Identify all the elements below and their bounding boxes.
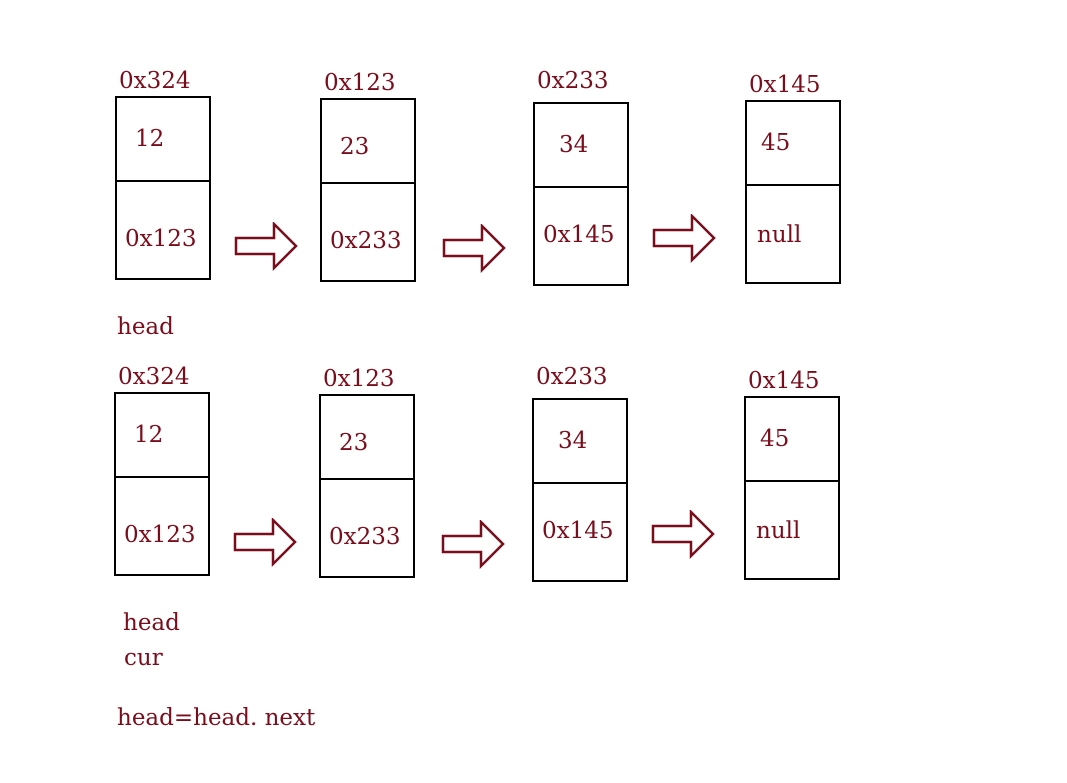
node-divider [321,478,413,480]
node-value: 34 [558,428,588,454]
node-address: 0x324 [118,364,190,390]
arrow-right-icon [442,224,506,274]
node-address: 0x145 [749,72,821,98]
node-address: 0x123 [324,70,396,96]
arrow-right-icon [234,222,298,272]
arrow-right-icon [441,520,505,570]
node-box: 12 0x123 [114,392,210,576]
node-divider [747,184,839,186]
node-box: 23 0x233 [319,394,415,578]
node-divider [116,476,208,478]
node-value: 23 [339,430,369,456]
node-value: 45 [760,426,790,452]
node-address: 0x233 [536,364,608,390]
node-address: 0x233 [537,68,609,94]
node-value: 23 [340,134,370,160]
node-box: 45 null [744,396,840,580]
node-next-pointer: null [757,222,802,248]
linked-list-row-1: 0x324 12 0x123 0x123 23 0x233 0x233 3 [0,68,1067,372]
arrow-right-icon [651,510,715,560]
node-next-pointer: 0x145 [543,222,615,248]
arrow-right-icon [233,518,297,568]
node-address: 0x123 [323,366,395,392]
node-divider [746,480,838,482]
node-value: 34 [559,132,589,158]
pointer-label-head: head [123,610,180,636]
node-divider [535,186,627,188]
node-value: 45 [761,130,791,156]
node-next-pointer: 0x123 [124,522,196,548]
arrow-right-icon [652,214,716,264]
pointer-label-cur: cur [124,645,163,671]
pointer-label-head: head [117,314,174,340]
node-box: 34 0x145 [533,102,629,286]
node-next-pointer: 0x123 [125,226,197,252]
node-address: 0x324 [119,68,191,94]
node-next-pointer: 0x233 [330,228,402,254]
node-box: 34 0x145 [532,398,628,582]
node-box: 12 0x123 [115,96,211,280]
node-divider [534,482,626,484]
node-divider [117,180,209,182]
node-next-pointer: 0x145 [542,518,614,544]
node-divider [322,182,414,184]
node-value: 12 [135,126,165,152]
caption-text: head=head. next [117,705,316,731]
linked-list-row-2: 0x324 12 0x123 0x123 23 0x233 0x233 3 [0,364,1067,671]
node-box: 23 0x233 [320,98,416,282]
node-box: 45 null [745,100,841,284]
node-value: 12 [134,422,164,448]
node-next-pointer: 0x233 [329,524,401,550]
node-address: 0x145 [748,368,820,394]
node-next-pointer: null [756,518,801,544]
